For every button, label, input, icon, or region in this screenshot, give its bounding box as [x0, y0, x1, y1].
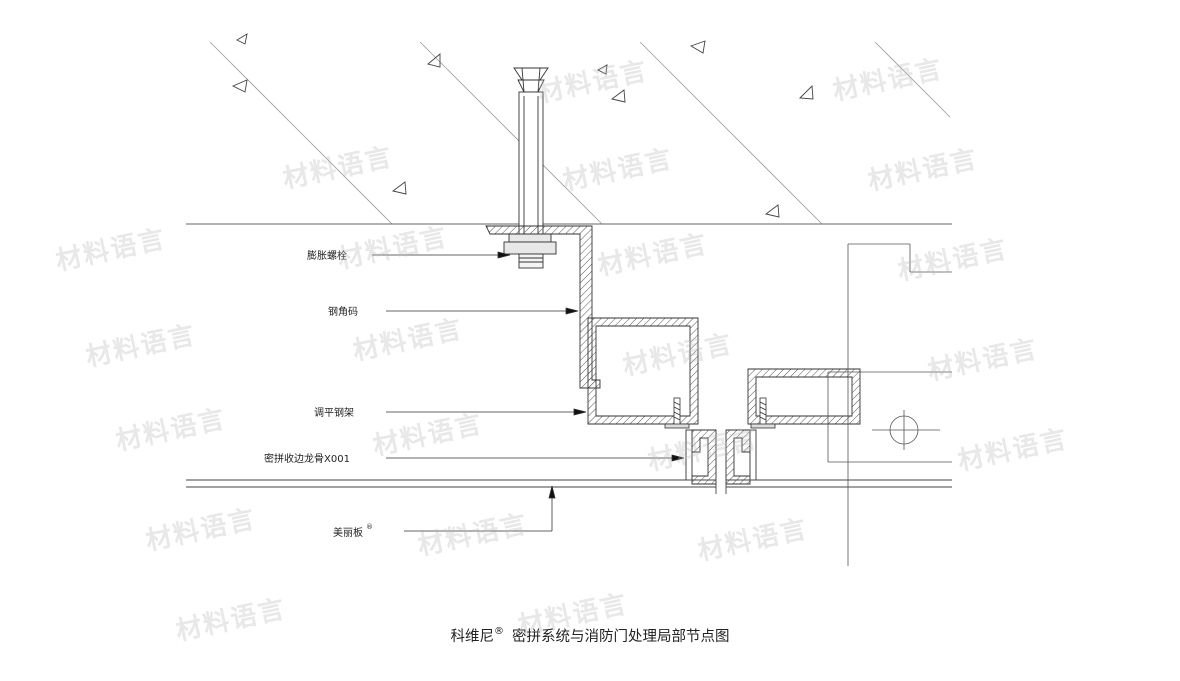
watermarks: 材料语言 材料语言 材料语言 材料语言 材料语言 材料语言 材料语言 材料语言 …	[53, 54, 1071, 647]
watermark: 材料语言	[595, 229, 711, 282]
concrete-slab	[209, 41, 951, 225]
label-leveling-frame: 调平钢架	[314, 406, 354, 419]
label-steel-angle: 钢角码	[328, 305, 358, 318]
edge-keel	[685, 429, 757, 485]
watermark: 材料语言	[955, 424, 1071, 477]
leveling-steel-frame	[587, 317, 699, 425]
centerline-symbol	[872, 410, 940, 450]
watermark: 材料语言	[830, 54, 946, 107]
expansion-bolt	[503, 67, 557, 269]
watermark: 材料语言	[620, 329, 736, 382]
watermark: 材料语言	[695, 514, 811, 567]
watermark: 材料语言	[560, 144, 676, 197]
label-panel: 美丽板	[333, 526, 363, 539]
watermark: 材料语言	[535, 56, 651, 109]
label-panel-registered-mark: ®	[366, 523, 373, 531]
watermark: 材料语言	[895, 234, 1011, 287]
watermark: 材料语言	[53, 224, 169, 277]
fire-door-outline	[827, 243, 952, 566]
label-expansion-bolt: 膨胀螺栓	[307, 249, 347, 262]
watermark: 材料语言	[280, 142, 396, 195]
watermark: 材料语言	[925, 334, 1041, 387]
watermark: 材料语言	[173, 594, 289, 647]
watermark: 材料语言	[415, 509, 531, 562]
right-steel-frame	[747, 368, 861, 425]
watermark: 材料语言	[143, 504, 259, 557]
watermark: 材料语言	[370, 409, 486, 462]
title-registered-mark: ®	[494, 626, 504, 637]
title-brand: 科维尼	[451, 628, 495, 645]
watermark: 材料语言	[113, 404, 229, 457]
concrete-aggregate	[231, 33, 814, 218]
label-edge-keel: 密拼收边龙骨X001	[264, 452, 350, 465]
watermark: 材料语言	[335, 222, 451, 275]
leader-lines	[372, 251, 685, 532]
watermark: 材料语言	[83, 320, 199, 373]
title-text: 密拼系统与消防门处理局部节点图	[512, 628, 730, 645]
watermark: 材料语言	[865, 144, 981, 197]
watermark: 材料语言	[350, 314, 466, 367]
drawing-title: 科维尼® 密拼系统与消防门处理局部节点图	[451, 626, 730, 645]
finish-panels	[186, 479, 952, 494]
tapping-screws	[664, 397, 776, 429]
